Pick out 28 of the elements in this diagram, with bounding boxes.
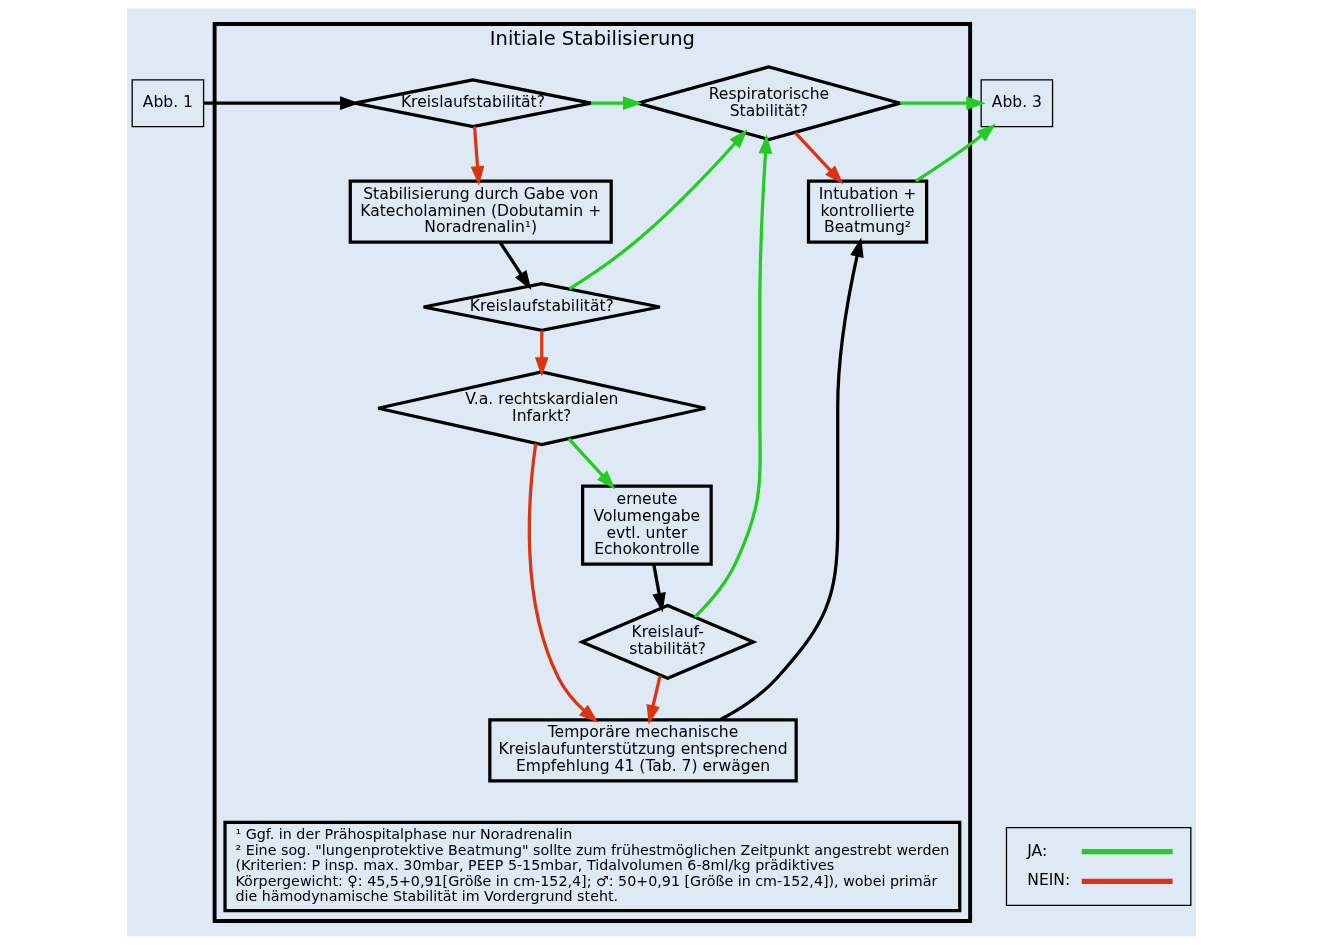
node-box: Abb. 3 [980, 79, 1053, 128]
node-box: erneute Volumengabe evtl. unter Echokontrolle [580, 484, 713, 566]
legend-label: JA: [1026, 841, 1047, 860]
node-diamond: V.a. rechtskardialen Infarkt? [376, 370, 707, 447]
arrow [645, 675, 662, 725]
arrow [651, 564, 666, 613]
arrow [793, 131, 843, 185]
node-diamond: Kreislaufstabilität? [421, 281, 662, 332]
arrow [534, 330, 549, 377]
node-box: ¹ Ggf. in der Prähospitalphase nur Noradrenalin ² Eine sog. "lungenprotektive Beatmung" sollte zum frühestmöglichen Zeitpunkt angestrebt werden (Kriterien: P insp. max. 30mbar, PEEP 5-15mbar, Tidalvolumen 6-8ml/kg prädiktives Körpergewicht: ♀: 45,5+0,91[Größe in cm-152,4]; ♂: 50+0,91 [Größe in cm-152,4]), wobei primär die hämodynamische Stabilität im Vordergrund steht. [222, 820, 961, 913]
node-box: Abb. 1 [131, 79, 204, 128]
arrow [470, 126, 484, 186]
arrow [693, 134, 772, 619]
arrow [899, 96, 986, 110]
arrow [567, 437, 615, 490]
legend-label: NEIN: [1026, 871, 1070, 890]
arrow [527, 443, 598, 723]
arrow [203, 96, 359, 110]
node-diamond: Kreislauf- stabilität? [577, 603, 757, 680]
node-box: Intubation + kontrollierte Beatmung² [806, 179, 928, 244]
arrow [914, 123, 996, 183]
arrow [718, 237, 864, 722]
arrow [590, 96, 642, 110]
node-diamond: Kreislaufstabilität? [352, 78, 593, 129]
node-box: Temporäre mechanische Kreislaufunterstützung entsprechend Empfehlung 41 (Tab. 7) erwägen [487, 718, 798, 783]
arrow [498, 241, 531, 290]
node-box: Stabilisierung durch Gabe von Katecholaminen (Dobutamin + Noradrenalin¹) [348, 179, 613, 244]
arrow [568, 129, 748, 291]
